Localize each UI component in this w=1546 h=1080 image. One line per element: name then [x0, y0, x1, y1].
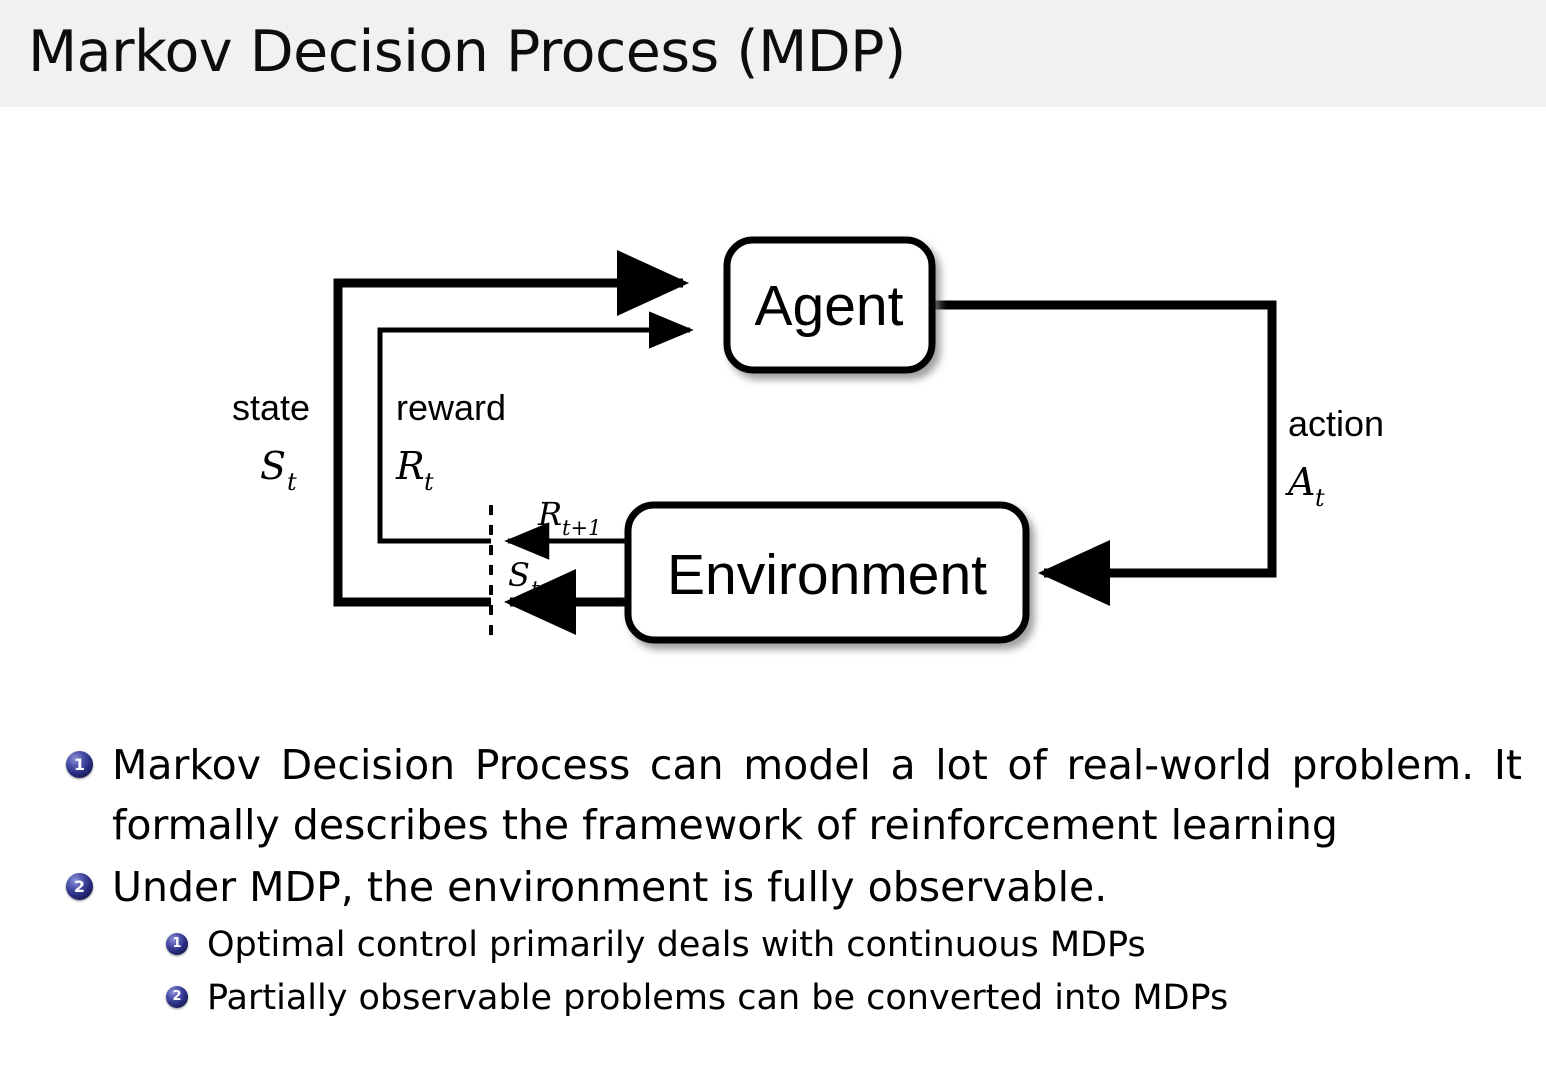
bullet-list: 1 Markov Decision Process can model a lo…	[0, 735, 1546, 1025]
next-state-symbol-label: S	[508, 556, 530, 594]
reward-word-label: reward	[396, 387, 506, 428]
action-symbol-label: A	[1285, 460, 1315, 504]
action-word-label: action	[1288, 403, 1384, 444]
agent-environment-loop-svg: Agent Environment state S t reward R t a…	[232, 236, 1384, 645]
mdp-diagram: Agent Environment state S t reward R t a…	[0, 107, 1546, 707]
reward-arrow-line	[377, 311, 694, 544]
list-item-text: Under MDP, the environment is fully obse…	[112, 863, 1108, 911]
node-environment[interactable]: Environment	[624, 501, 1030, 644]
environment-label: Environment	[667, 543, 987, 607]
state-arrow-line	[333, 250, 689, 607]
edge-reward-path	[377, 311, 694, 544]
state-word-label: state	[232, 387, 310, 428]
list-item-line: formally describes the framework of rein…	[112, 801, 1338, 849]
list-item-text: Partially observable problems can be con…	[207, 978, 1229, 1018]
bullet-number-marker: 1	[166, 933, 188, 955]
environment-box[interactable]	[624, 501, 1030, 644]
bullet-number-marker: 1	[66, 751, 93, 778]
label-next-reward: R t+1	[537, 495, 601, 540]
edge-action-path	[932, 300, 1277, 606]
list-item: 1 Optimal control primarily deals with c…	[166, 919, 1546, 972]
list-item: 2 Under MDP, the environment is fully ob…	[66, 857, 1546, 917]
label-action: action A t	[1285, 403, 1384, 512]
label-next-state: S t+1	[508, 556, 570, 601]
list-item: 2 Partially observable problems can be c…	[166, 972, 1546, 1025]
list-item-text: Optimal control primarily deals with con…	[207, 925, 1146, 965]
next-reward-symbol-label: R	[537, 495, 562, 533]
state-symbol-label: S	[260, 444, 286, 488]
agent-label: Agent	[755, 274, 904, 338]
bullet-number-marker: 2	[66, 873, 93, 900]
page-title: Markov Decision Process (MDP)	[28, 19, 906, 85]
reward-symbol-label: R	[395, 444, 425, 488]
label-state: state S t	[232, 387, 310, 496]
agent-box[interactable]	[723, 236, 936, 374]
label-reward: reward R t	[395, 387, 506, 496]
list-item: 1 Markov Decision Process can model a lo…	[66, 735, 1546, 855]
action-symbol-subscript: t	[1315, 484, 1325, 512]
bullet-number-marker: 2	[166, 986, 188, 1008]
list-item-line: Markov Decision Process can model a lot …	[112, 741, 1522, 789]
next-reward-symbol-subscript: t+1	[562, 516, 601, 540]
action-arrow-line	[932, 300, 1277, 606]
list-item-text: Markov Decision Process can model a lot …	[112, 735, 1522, 855]
state-symbol-subscript: t	[287, 468, 297, 496]
reward-symbol-subscript: t	[424, 468, 434, 496]
next-state-symbol-subscript: t+1	[531, 577, 570, 601]
slide-title-bar: Markov Decision Process (MDP)	[0, 0, 1546, 107]
node-agent[interactable]: Agent	[723, 236, 936, 374]
edge-state-path	[333, 250, 689, 607]
